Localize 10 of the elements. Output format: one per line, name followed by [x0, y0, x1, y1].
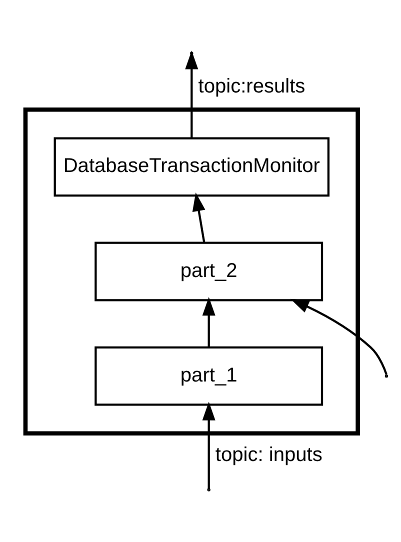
- arrow: [202, 401, 216, 489]
- cluster: [23, 106, 360, 436]
- edge-label: topic: inputs: [215, 443, 322, 466]
- node-box: DatabaseTransactionMonitor: [54, 136, 330, 196]
- arrow: [202, 296, 216, 347]
- arrow: [290, 298, 388, 374]
- arrow: [192, 192, 206, 242]
- edge-label: topic:results: [198, 75, 306, 98]
- node-box: part_2: [94, 241, 324, 301]
- node-box: part_1: [94, 346, 324, 406]
